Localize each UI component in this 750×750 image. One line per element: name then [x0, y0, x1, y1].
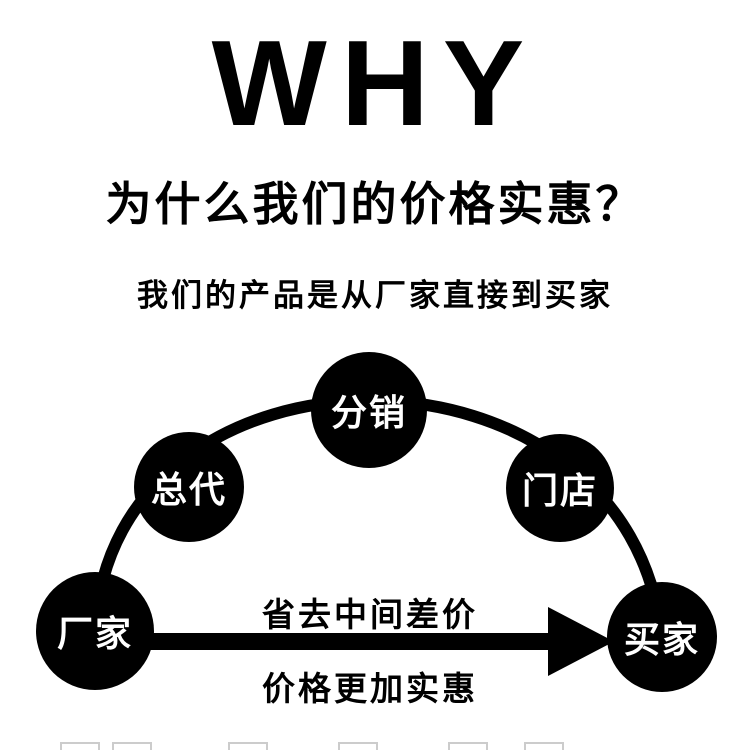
node-distribution-label: 分销 [330, 392, 407, 433]
arrow-caption-top: 省去中间差价 [262, 596, 478, 633]
node-agent: 总代 [134, 432, 244, 542]
next-section-peek [60, 742, 100, 750]
node-buyer-label: 买家 [623, 619, 700, 660]
next-section-peek [338, 742, 378, 750]
arrow-caption-bottom: 价格更加实惠 [262, 670, 478, 707]
node-distribution: 分销 [311, 352, 427, 468]
node-factory-label: 厂家 [56, 613, 133, 654]
page-title: WHY [211, 15, 539, 151]
subtitle: 为什么我们的价格实惠？ [105, 178, 645, 230]
next-section-peek [112, 742, 152, 750]
next-section-peek [524, 742, 564, 750]
node-store: 门店 [506, 434, 614, 542]
next-section-peek [448, 742, 488, 750]
arrow-shaft [148, 633, 550, 650]
node-factory: 厂家 [36, 572, 154, 690]
node-store-label: 门店 [521, 470, 598, 511]
node-buyer: 买家 [607, 582, 717, 692]
next-section-peek [228, 742, 268, 750]
arrow-head-icon [548, 607, 614, 676]
description: 我们的产品是从厂家直接到买家 [137, 278, 613, 313]
node-agent-label: 总代 [150, 469, 227, 510]
